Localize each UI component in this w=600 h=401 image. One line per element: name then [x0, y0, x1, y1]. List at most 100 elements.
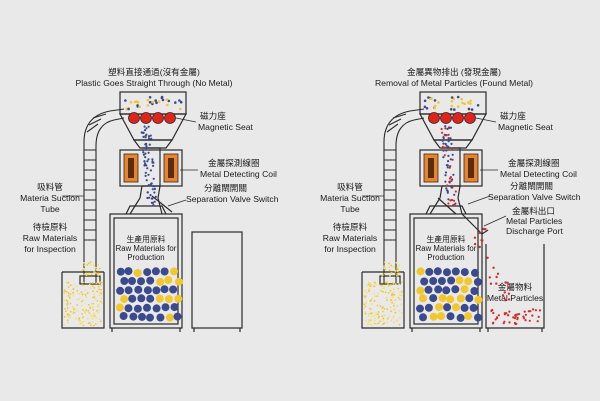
falling-particle — [146, 167, 149, 170]
falling-particle — [444, 142, 447, 146]
inspection-particle — [87, 309, 90, 312]
production-particle — [443, 303, 452, 312]
hopper-particle — [135, 100, 138, 103]
inspection-particle — [401, 290, 403, 293]
inspection-particle — [89, 261, 92, 263]
inspection-particle — [393, 315, 396, 317]
inspection-particle — [97, 286, 100, 289]
production-particle — [124, 286, 133, 295]
inspection-particle — [394, 283, 397, 285]
panel-no-metal: 塑料直接通過(沒有金屬) Plastic Goes Straight Throu… — [20, 66, 279, 332]
inspection-particle — [385, 296, 388, 299]
inspection-particle — [388, 269, 391, 271]
metal-particle — [514, 315, 517, 318]
inspection-particle — [95, 323, 97, 325]
inspection-particle — [386, 321, 388, 324]
inspection-particle — [382, 323, 384, 325]
inspection-particle — [382, 290, 384, 293]
inspection-particle — [76, 289, 79, 292]
hopper-particle — [469, 102, 472, 105]
production-particle — [152, 286, 161, 295]
production-particle — [160, 267, 169, 276]
falling-particle — [145, 164, 148, 167]
falling-particle — [451, 186, 454, 189]
inspection-particle — [384, 291, 387, 294]
inspection-particle — [88, 303, 90, 306]
hopper-particle — [155, 101, 158, 105]
falling-particle — [144, 171, 147, 174]
metal-particle — [478, 245, 481, 249]
hopper-particle — [469, 99, 472, 103]
hopper-particle — [148, 100, 152, 104]
production-particle — [471, 268, 479, 277]
inspection-particle — [83, 267, 85, 270]
hopper-particle — [161, 98, 165, 102]
inspection-particle — [66, 300, 69, 303]
falling-particle — [450, 147, 454, 150]
falling-particle — [145, 142, 148, 145]
inspection-particle — [81, 317, 84, 319]
production-particle — [169, 285, 178, 294]
hopper-particle — [433, 104, 437, 108]
inspection-particle — [379, 320, 382, 322]
hopper-particle — [146, 104, 150, 107]
falling-particle — [447, 145, 450, 148]
inspection-particle — [66, 313, 69, 316]
production-particle — [460, 268, 469, 277]
inspection-particle — [387, 283, 389, 286]
inspection-particle — [373, 319, 376, 322]
metal-particle — [504, 299, 507, 302]
inspection-particle — [92, 264, 95, 267]
production-particle — [128, 277, 136, 285]
falling-particle — [151, 158, 154, 161]
inspection-particle — [81, 304, 83, 307]
discharge-en-1: Metal Particles — [506, 216, 562, 226]
inspection-particle — [91, 321, 94, 323]
inspection-particle — [69, 284, 72, 286]
inspection-particle — [85, 309, 87, 312]
inspection-particle — [398, 323, 401, 326]
hopper-particle — [433, 99, 437, 102]
inspection-particle — [374, 295, 377, 297]
hopper-particle — [160, 96, 164, 100]
production-particle — [174, 294, 183, 303]
falling-particle — [151, 201, 154, 204]
production-particle — [138, 312, 146, 321]
raw-en-2: for Inspection — [324, 244, 376, 254]
hopper-particle — [450, 96, 454, 99]
falling-particle — [450, 142, 453, 145]
falling-particle — [146, 191, 149, 194]
metal-particle — [473, 242, 477, 246]
inspection-particle — [98, 318, 101, 321]
inspection-particle — [367, 313, 370, 315]
falling-particle — [442, 149, 445, 152]
inspection-particle — [76, 310, 79, 312]
production-particle — [429, 294, 438, 303]
hopper-particle — [129, 100, 133, 104]
inspection-particle — [396, 320, 398, 322]
magnetic-seat-en: Magnetic Seat — [198, 122, 254, 132]
metal-particle — [497, 314, 500, 317]
production-particle — [119, 312, 128, 320]
inspection-particle — [82, 320, 85, 323]
falling-particle — [153, 200, 156, 203]
inspection-particle — [89, 307, 91, 310]
production-particle — [120, 277, 129, 285]
prod-zh: 生產用原料 — [427, 234, 466, 244]
inspection-particle — [66, 315, 69, 318]
hopper-particle — [423, 105, 427, 109]
falling-particle — [444, 125, 447, 128]
hopper-particle — [433, 106, 437, 110]
falling-particle — [147, 173, 150, 176]
inspection-particle — [366, 323, 369, 326]
inspection-particle — [98, 267, 101, 270]
inspection-particle — [398, 283, 401, 286]
inspection-particle — [394, 311, 397, 314]
inspection-bin — [61, 271, 105, 329]
falling-particle — [454, 202, 457, 205]
metal-discharge-port — [461, 213, 489, 235]
production-particle — [424, 285, 433, 294]
inspection-particle — [92, 296, 94, 299]
falling-particle — [152, 204, 155, 207]
inspection-particle — [64, 307, 66, 310]
